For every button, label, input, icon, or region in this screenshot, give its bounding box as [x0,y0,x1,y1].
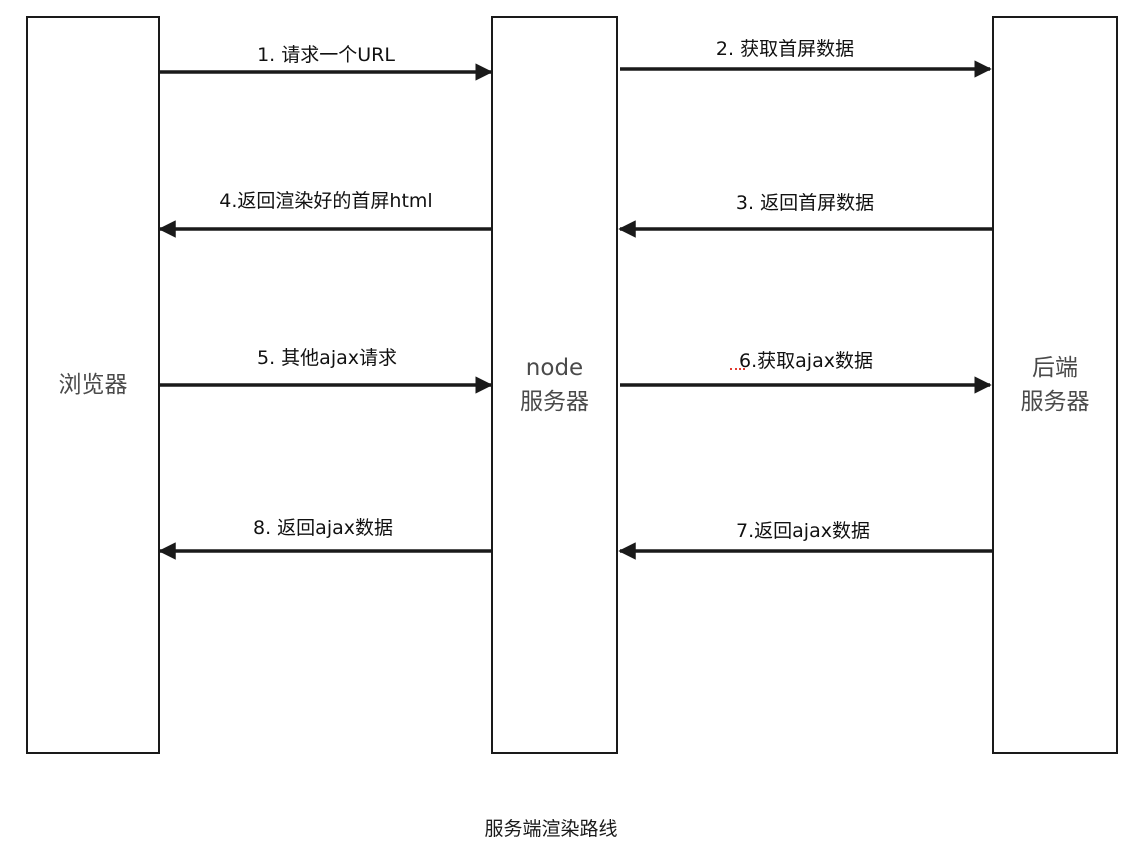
lane-backend-line-2: 服务器 [1020,389,1090,415]
spellcheck-underline [730,368,745,370]
message-label-7: 7.返回ajax数据 [736,520,870,542]
lane-backend-server: 后端 服务器 [992,16,1118,754]
lane-browser: 浏览器 [26,16,160,754]
lane-node-line-2: 服务器 [520,389,589,415]
lane-label-node-server: node 服务器 [520,351,589,419]
lane-backend-line-1: 后端 [1032,355,1078,381]
message-label-8: 8. 返回ajax数据 [253,517,393,539]
message-label-4: 4.返回渲染好的首屏html [219,190,433,212]
lane-label-backend-server: 后端 服务器 [1021,351,1090,419]
lane-node-line-1: node [525,355,584,381]
lane-node-server: node 服务器 [491,16,618,754]
message-label-1: 1. 请求一个URL [257,44,395,66]
diagram-caption: 服务端渲染路线 [484,818,618,840]
message-label-3: 3. 返回首屏数据 [735,192,875,214]
lane-label-browser: 浏览器 [59,368,128,402]
message-label-6: 6.获取ajax数据 [739,350,873,372]
message-label-5: 5. 其他ajax请求 [257,347,397,369]
message-label-2: 2. 获取首屏数据 [715,38,855,60]
lane-browser-line-1: 浏览器 [58,372,128,398]
